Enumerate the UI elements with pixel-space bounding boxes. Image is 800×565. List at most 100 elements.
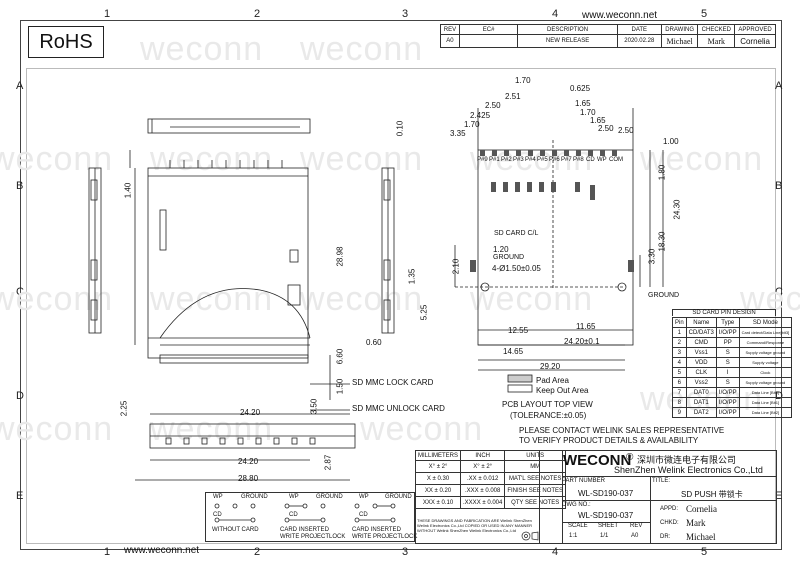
pin-cell: 3 — [672, 347, 687, 358]
watermark: weconn — [0, 410, 114, 448]
watermark: weconn — [640, 140, 764, 178]
sheet-value: 1/1 — [600, 533, 609, 539]
title-block-vdivider — [562, 450, 563, 544]
rev-label: REV — [630, 523, 643, 529]
watermark: weconn — [140, 30, 264, 68]
pin-cell: CLK — [685, 367, 717, 378]
qty-label: QTY SEE NOTES — [504, 496, 567, 509]
grid-number-5-bottom: 5 — [701, 546, 708, 558]
title-block-divider — [562, 476, 777, 477]
rohs-badge: RoHS — [28, 26, 104, 58]
pin-cell: 4 — [672, 357, 687, 368]
dwg-no-label: DWG NO.: — [562, 502, 591, 508]
dim-2-25: 2.25 — [119, 400, 129, 417]
drawing-value: Michael — [660, 34, 699, 48]
inch-row: .XXX ± 0.008 — [460, 484, 506, 497]
dim-3-30: 3.30 — [647, 248, 657, 265]
part-number-label: PART NUMBER — [562, 478, 606, 484]
pin-cell: PP — [715, 337, 740, 348]
pad-area-label: Pad Area — [536, 376, 569, 385]
dim-12-55: 12.55 — [508, 326, 529, 335]
revision-table: REV EC# DESCRIPTION DATE DRAWING CHECKED… — [440, 24, 776, 48]
title-block-divider — [562, 500, 777, 501]
mm-row: X° ± 2° — [414, 460, 462, 473]
dim-2-50b: 2.50 — [598, 124, 614, 133]
switch-wp-label: WP — [213, 494, 223, 500]
switch-panel — [205, 492, 415, 542]
dim-0-10: 0.10 — [395, 120, 405, 137]
dim-1-40: 1.40 — [123, 182, 133, 199]
drawing-border — [20, 20, 782, 550]
grid-letter-a: A — [16, 80, 24, 92]
website-top: www.weconn.net — [582, 10, 658, 21]
inch-row: X° ± 2° — [460, 460, 506, 473]
mm-row: X ± 0.30 — [414, 472, 462, 485]
pin-label: P#6 — [549, 157, 560, 163]
switch-ground-label: GROUND — [241, 494, 268, 500]
pin-cell: 1 — [672, 327, 687, 338]
dim-14-65: 14.65 — [503, 347, 524, 356]
grid-letter-b: B — [16, 180, 24, 192]
watermark: weconn — [0, 140, 114, 178]
unlock-card-label: SD MMC UNLOCK CARD — [352, 404, 445, 413]
watermark: weconn — [470, 140, 594, 178]
confidentiality-note: THESE DRAWINGS AND FABRICATION ARE Welin… — [417, 518, 532, 533]
sheet-label: SHEET — [598, 523, 619, 529]
pin-label: P#4 — [525, 157, 536, 163]
notice-line-1: PLEASE CONTACT WELINK SALES REPRESENTATI… — [519, 426, 725, 435]
pin-cell: Data Line [Bit1] — [738, 397, 793, 408]
dim-24-20-bottom: 24.20 — [238, 457, 259, 466]
pin-cell: I/O/PP — [715, 387, 740, 398]
dim-2-425: 2.425 — [470, 111, 491, 120]
switch-wp-label: WP — [289, 494, 299, 500]
pin-cell: DAT1 — [685, 397, 717, 408]
pin-design-header: Type — [715, 317, 740, 328]
projection-symbol-icon — [521, 531, 539, 541]
title-block-divider — [562, 522, 650, 523]
dim-1-65b: 1.65 — [590, 116, 606, 125]
ground-label-2: GROUND — [648, 292, 680, 299]
dim-29-20: 29.20 — [540, 362, 561, 371]
pin-design-header: Pin — [672, 317, 687, 328]
grid-letter-e: E — [16, 490, 24, 502]
grid-letter-c-right: C — [775, 286, 783, 298]
dwg-no-value: WL-SD190-037 — [578, 511, 634, 520]
watermark: weconn — [0, 280, 114, 318]
switch-wp-label: WP — [359, 494, 369, 500]
pin-cell: CMD — [685, 337, 717, 348]
company-name-en: ShenZhen Welink Electronics Co.,Ltd — [614, 465, 763, 475]
keepout-label: Keep Out Area — [536, 386, 589, 395]
pin-cell: I/O/PP — [715, 407, 740, 418]
switch-caption: CARD INSERTED WRITE PROJECTLOCK — [280, 527, 346, 540]
chkd-label: CHKD: — [660, 520, 679, 526]
company-name-cn: 深圳市微连电子有限公司 — [637, 455, 737, 465]
pin-label: P#9 — [477, 157, 488, 163]
switch-caption: CARD INSERTED WRITE PROJECTLOCK — [352, 527, 418, 540]
pin-label: CD — [586, 157, 595, 163]
dim-2-50c: 2.50 — [618, 126, 634, 135]
mm-row: XX ± 0.20 — [414, 484, 462, 497]
dim-1-70: 1.70 — [515, 76, 531, 85]
watermark: weconn — [470, 280, 594, 318]
ground-label: GROUND — [493, 254, 525, 261]
dim-28-98: 28.98 — [335, 246, 345, 267]
grid-number-5: 5 — [701, 8, 708, 20]
dim-1-20: 1.20 — [493, 245, 509, 254]
inch-row: .XXXX ± 0.004 — [460, 496, 506, 509]
switch-caption: WITHOUT CARD — [212, 527, 259, 533]
grid-letter-d: D — [16, 390, 24, 402]
pin-cell: DAT0 — [685, 387, 717, 398]
grid-number-1-bottom: 1 — [104, 546, 111, 558]
dim-1-35: 1.35 — [407, 268, 417, 285]
title-block-vdivider — [539, 450, 540, 544]
pin-label: P#7 — [561, 157, 572, 163]
pin-cell: Clock — [738, 367, 793, 378]
grid-letter-b-right: B — [775, 180, 783, 192]
watermark: weconn — [740, 280, 800, 318]
pin-cell: I/O/PP — [715, 327, 740, 338]
switch-cd-label: CD — [289, 512, 298, 518]
dim-0-60: 0.60 — [366, 338, 382, 347]
dim-2-10: 2.10 — [451, 258, 461, 275]
